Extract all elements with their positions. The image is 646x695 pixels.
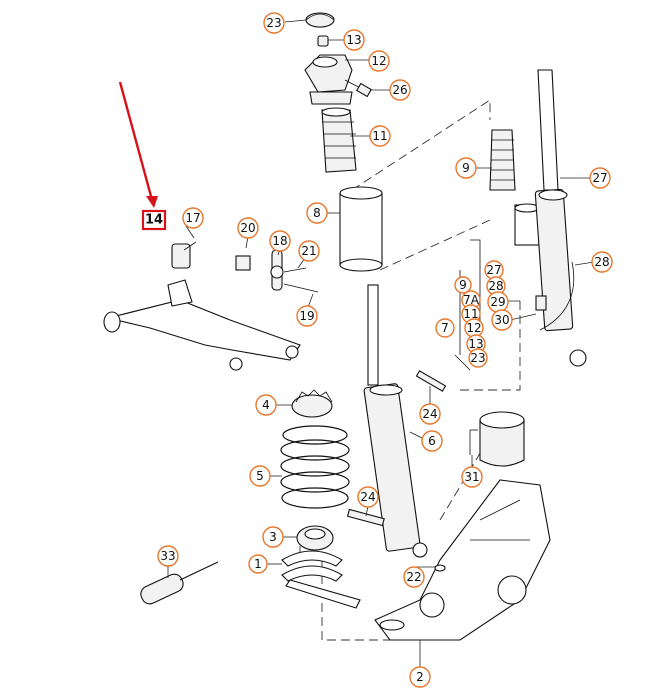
svg-text:33: 33 bbox=[160, 549, 175, 563]
svg-text:27: 27 bbox=[592, 171, 607, 185]
callout-4[interactable]: 4 bbox=[255, 394, 277, 416]
svg-text:31: 31 bbox=[464, 470, 479, 484]
svg-text:28: 28 bbox=[594, 255, 609, 269]
svg-text:23: 23 bbox=[470, 351, 485, 365]
svg-text:28: 28 bbox=[488, 279, 503, 293]
svg-text:11: 11 bbox=[463, 307, 478, 321]
callout-28-mid[interactable]: 28 bbox=[486, 276, 506, 296]
svg-text:13: 13 bbox=[346, 33, 361, 47]
callout-1[interactable]: 1 bbox=[248, 554, 268, 574]
callout-12-mid[interactable]: 12 bbox=[464, 318, 484, 338]
callout-14-highlighted[interactable]: 14 bbox=[141, 209, 167, 231]
callout-30[interactable]: 30 bbox=[491, 309, 513, 331]
svg-text:7A: 7A bbox=[463, 293, 480, 307]
svg-text:18: 18 bbox=[272, 234, 287, 248]
callout-14-label: 14 bbox=[145, 213, 163, 228]
callout-2[interactable]: 2 bbox=[409, 666, 431, 688]
dust-tube-part bbox=[339, 186, 383, 272]
bolt-parts bbox=[346, 370, 447, 527]
coil-spring-part bbox=[280, 425, 350, 509]
svg-text:8: 8 bbox=[313, 206, 321, 220]
callout-26[interactable]: 26 bbox=[389, 79, 411, 101]
bushing-part bbox=[469, 411, 525, 467]
callout-33[interactable]: 33 bbox=[157, 545, 179, 567]
callout-20[interactable]: 20 bbox=[237, 217, 259, 239]
tool-tube-part bbox=[140, 561, 219, 605]
spring-seat-part bbox=[291, 389, 333, 418]
control-arm-part bbox=[103, 279, 301, 371]
bump-stop-part bbox=[321, 107, 357, 173]
svg-text:26: 26 bbox=[392, 83, 407, 97]
svg-text:12: 12 bbox=[371, 54, 386, 68]
callout-19[interactable]: 19 bbox=[296, 305, 318, 327]
callout-9-top[interactable]: 9 bbox=[455, 157, 477, 179]
callout-17[interactable]: 17 bbox=[182, 207, 204, 229]
callout-27-top[interactable]: 27 bbox=[589, 167, 611, 189]
callout-9-mid[interactable]: 9 bbox=[454, 276, 472, 294]
upper-mount-part bbox=[304, 54, 372, 105]
callout-24-top[interactable]: 24 bbox=[419, 403, 441, 425]
callout-29[interactable]: 29 bbox=[487, 291, 509, 313]
callout-23-mid[interactable]: 23 bbox=[468, 348, 488, 368]
callout-6[interactable]: 6 bbox=[421, 430, 443, 452]
svg-text:4: 4 bbox=[262, 398, 270, 412]
svg-text:12: 12 bbox=[466, 321, 481, 335]
callout-18[interactable]: 18 bbox=[269, 230, 291, 252]
callout-13-mid[interactable]: 13 bbox=[466, 334, 486, 354]
shock-absorber-part bbox=[363, 284, 428, 558]
highlight-arrow bbox=[118, 81, 158, 208]
callout-11-top[interactable]: 11 bbox=[369, 125, 391, 147]
rear-damper-assembly bbox=[489, 69, 587, 367]
washer-part bbox=[434, 564, 446, 572]
lower-plate-part bbox=[281, 550, 361, 609]
callout-27-mid[interactable]: 27 bbox=[484, 260, 504, 280]
svg-text:20: 20 bbox=[240, 221, 255, 235]
svg-text:29: 29 bbox=[490, 295, 505, 309]
svg-text:9: 9 bbox=[462, 161, 470, 175]
svg-text:2: 2 bbox=[416, 670, 424, 684]
callout-3[interactable]: 3 bbox=[262, 526, 284, 548]
svg-text:27: 27 bbox=[486, 263, 501, 277]
svg-text:24: 24 bbox=[422, 407, 437, 421]
svg-text:5: 5 bbox=[256, 469, 264, 483]
callout-13-top[interactable]: 13 bbox=[343, 29, 365, 51]
callout-23-top[interactable]: 23 bbox=[263, 12, 285, 34]
callout-8[interactable]: 8 bbox=[306, 202, 328, 224]
stabilizer-bar-part bbox=[102, 230, 259, 273]
callout-28-right[interactable]: 28 bbox=[591, 251, 613, 273]
callout-22[interactable]: 22 bbox=[403, 566, 425, 588]
svg-text:19: 19 bbox=[299, 309, 314, 323]
svg-text:3: 3 bbox=[269, 530, 277, 544]
svg-text:13: 13 bbox=[468, 337, 483, 351]
svg-text:1: 1 bbox=[254, 557, 262, 571]
svg-text:23: 23 bbox=[266, 16, 281, 30]
svg-text:17: 17 bbox=[185, 211, 200, 225]
callout-7a[interactable]: 7A bbox=[461, 290, 481, 310]
svg-text:24: 24 bbox=[360, 490, 375, 504]
callout-24-bottom[interactable]: 24 bbox=[357, 486, 379, 508]
top-cap-part bbox=[305, 12, 335, 28]
lower-seat-part bbox=[296, 525, 334, 551]
svg-text:30: 30 bbox=[494, 313, 509, 327]
callout-5[interactable]: 5 bbox=[249, 465, 271, 487]
svg-text:6: 6 bbox=[428, 434, 436, 448]
svg-text:11: 11 bbox=[372, 129, 387, 143]
callout-31[interactable]: 31 bbox=[461, 466, 483, 488]
callout-12-top[interactable]: 12 bbox=[368, 50, 390, 72]
wheel-carrier-part bbox=[374, 479, 551, 641]
svg-text:7: 7 bbox=[441, 321, 449, 335]
drop-link-part bbox=[270, 249, 319, 293]
callout-21[interactable]: 21 bbox=[298, 240, 320, 262]
top-nut-part bbox=[317, 35, 329, 47]
svg-text:22: 22 bbox=[406, 570, 421, 584]
svg-text:21: 21 bbox=[301, 244, 316, 258]
svg-text:9: 9 bbox=[459, 278, 467, 292]
callout-7[interactable]: 7 bbox=[435, 318, 455, 338]
